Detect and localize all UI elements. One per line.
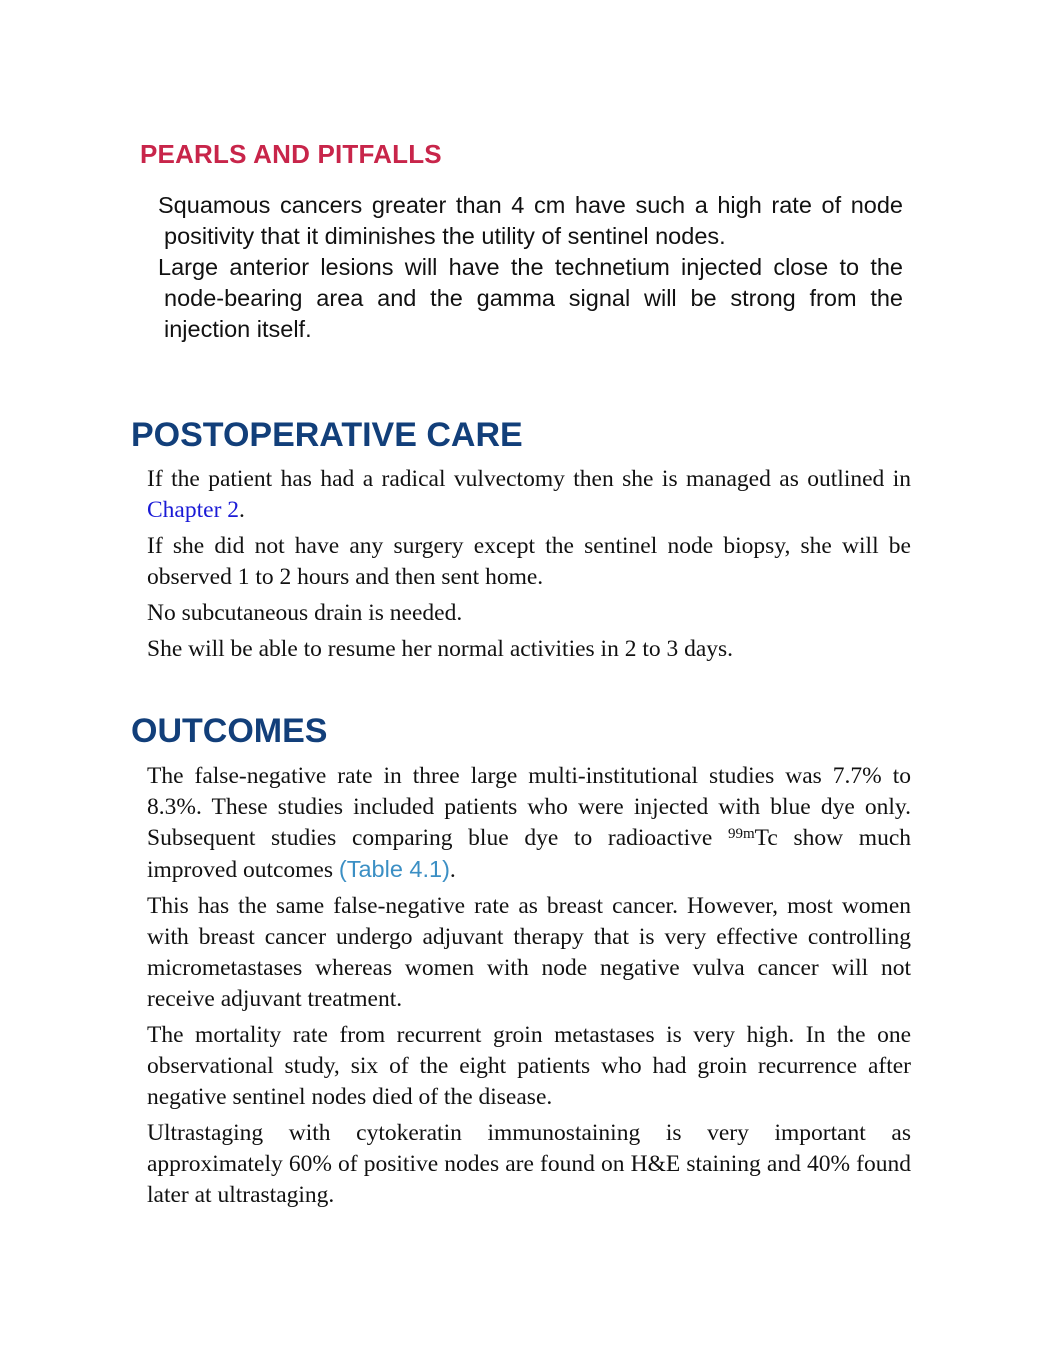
paragraph: Ultrastaging with cytokeratin immunostai… <box>147 1120 911 1208</box>
paragraph: This has the same false-negative rate as… <box>147 893 911 1012</box>
paragraph: If the patient has had a radical vulvect… <box>147 464 911 526</box>
paragraph-text: . <box>239 497 245 523</box>
paragraph: No subcutaneous drain is needed. <box>147 600 463 626</box>
paragraph-text: If the patient has had a radical vulvect… <box>147 466 911 492</box>
pearl-item: Squamous cancers greater than 4 cm have … <box>158 192 903 249</box>
paragraph-text: show much improved outcomes <box>147 825 912 883</box>
paragraph-text: The false-negative rate in three large m… <box>147 763 911 851</box>
table-4-1-link[interactable]: (Table 4.1) <box>338 856 450 882</box>
paragraph: The mortality rate from recurrent groin … <box>147 1022 911 1110</box>
paragraph: She will be able to resume her normal ac… <box>147 636 734 662</box>
chapter-2-link[interactable]: Chapter 2 <box>147 497 240 523</box>
pearls-heading: PEARLS AND PITFALLS <box>140 139 442 169</box>
paragraph-text: . <box>449 857 456 883</box>
paragraph: If she did not have any surgery except t… <box>147 533 911 590</box>
outcomes-body: The false-negative rate in three large m… <box>147 761 911 1216</box>
postoperative-care-body: If the patient has had a radical vulvect… <box>147 464 911 670</box>
pearl-item: Large anterior lesions will have the tec… <box>158 254 903 342</box>
isotope-symbol: Tc <box>754 825 778 851</box>
paragraph: The false-negative rate in three large m… <box>147 761 911 886</box>
outcomes-heading: OUTCOMES <box>131 712 328 750</box>
postoperative-care-heading: POSTOPERATIVE CARE <box>131 416 523 454</box>
isotope-superscript: 99m <box>727 826 755 842</box>
pearls-list: Squamous cancers greater than 4 cm have … <box>158 190 903 345</box>
